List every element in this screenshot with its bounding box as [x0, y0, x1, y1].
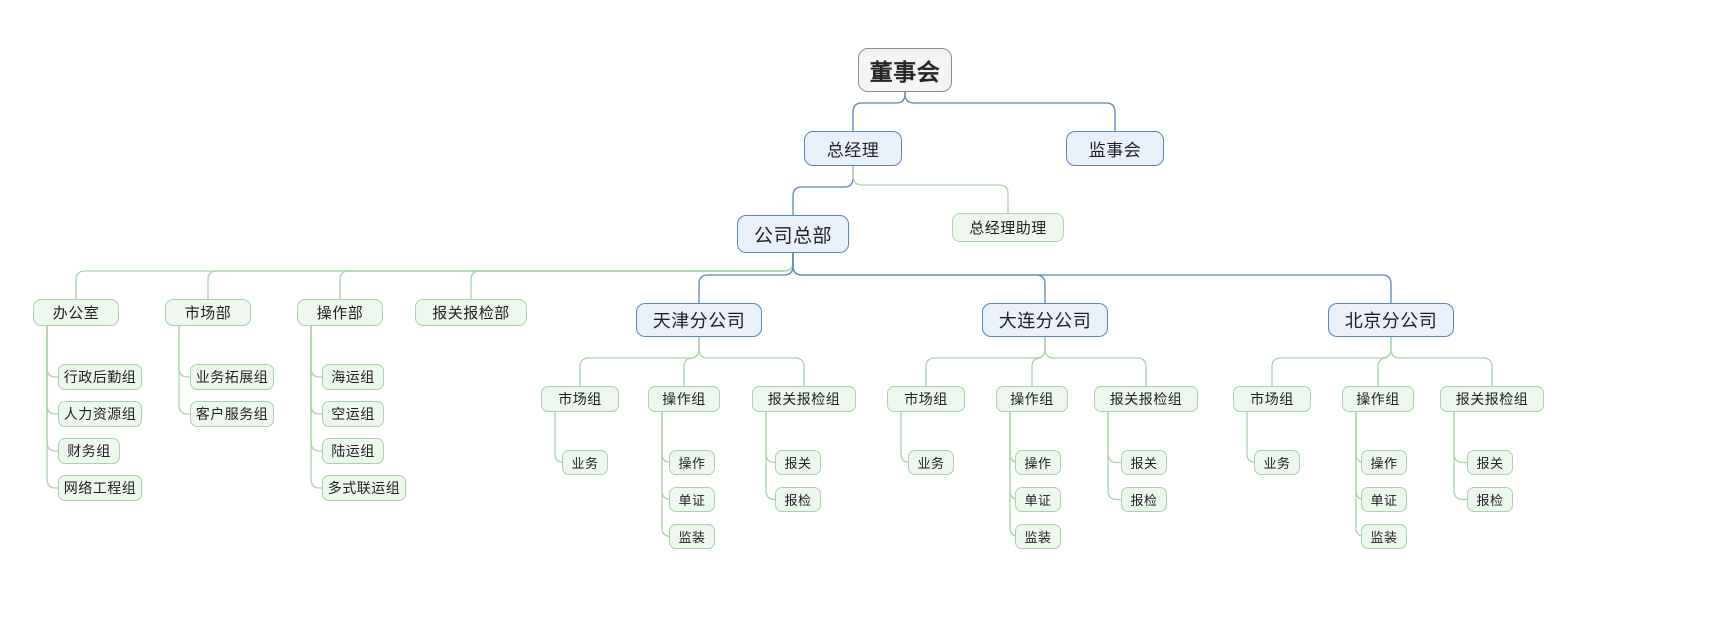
org-node-tj_op2[interactable]: 单证: [669, 487, 715, 512]
connector: [792, 166, 854, 215]
org-node-customer_service_group[interactable]: 客户服务组: [190, 401, 274, 427]
org-node-air_group[interactable]: 空运组: [322, 401, 384, 427]
connector: [1271, 337, 1392, 386]
connector: [46, 326, 58, 452]
connector: [765, 412, 776, 464]
connector: [698, 253, 794, 303]
connector: [661, 412, 672, 538]
org-node-tianjin_branch[interactable]: 天津分公司: [636, 303, 762, 337]
connector: [310, 326, 322, 452]
org-node-bj_cd2[interactable]: 报检: [1467, 487, 1513, 512]
org-node-bj_customs[interactable]: 报关报检组: [1440, 386, 1544, 412]
org-node-dl_cd1[interactable]: 报关: [1121, 450, 1167, 475]
org-node-headquarters[interactable]: 公司总部: [737, 215, 849, 253]
connector: [852, 92, 906, 131]
connector: [339, 253, 794, 299]
org-node-supervisory_board[interactable]: 监事会: [1066, 131, 1164, 166]
org-node-tj_customs[interactable]: 报关报检组: [752, 386, 856, 412]
org-node-bj_operation[interactable]: 操作组: [1342, 386, 1414, 412]
connector: [470, 253, 794, 299]
connector: [1453, 412, 1467, 501]
connector: [683, 337, 700, 386]
org-node-dl_op3[interactable]: 监装: [1015, 524, 1061, 549]
org-node-dl_business[interactable]: 业务: [908, 450, 954, 475]
connector: [178, 326, 190, 415]
org-node-tj_cd1[interactable]: 报关: [775, 450, 821, 475]
connector: [178, 326, 190, 378]
org-node-tj_op3[interactable]: 监装: [669, 524, 715, 549]
org-node-bj_op1[interactable]: 操作: [1361, 450, 1407, 475]
connector: [1031, 337, 1046, 386]
connector: [46, 326, 58, 378]
connector: [852, 166, 1009, 213]
org-node-admin_group[interactable]: 行政后勤组: [58, 364, 142, 390]
connector: [1107, 412, 1121, 464]
connector: [1355, 412, 1366, 538]
connector: [1044, 337, 1147, 386]
connector: [792, 253, 1392, 303]
org-node-business_dev_group[interactable]: 业务拓展组: [190, 364, 274, 390]
org-node-dl_cd2[interactable]: 报检: [1121, 487, 1167, 512]
connector: [765, 412, 776, 501]
org-node-hr_group[interactable]: 人力资源组: [58, 401, 142, 427]
connector: [1107, 412, 1121, 501]
org-node-bj_cd1[interactable]: 报关: [1467, 450, 1513, 475]
connector: [698, 337, 805, 386]
org-node-dl_customs[interactable]: 报关报检组: [1094, 386, 1198, 412]
org-node-dl_op2[interactable]: 单证: [1015, 487, 1061, 512]
org-node-sea_group[interactable]: 海运组: [322, 364, 384, 390]
connector: [1009, 412, 1020, 538]
org-node-board[interactable]: 董事会: [858, 48, 952, 92]
connector: [310, 326, 322, 415]
org-node-customs_dept[interactable]: 报关报检部: [415, 299, 527, 326]
connector: [1453, 412, 1467, 464]
org-node-dalian_branch[interactable]: 大连分公司: [982, 303, 1108, 337]
org-node-tj_business[interactable]: 业务: [562, 450, 608, 475]
org-node-tj_market[interactable]: 市场组: [541, 386, 619, 412]
org-node-dl_operation[interactable]: 操作组: [996, 386, 1068, 412]
connector: [75, 253, 794, 299]
org-node-dl_market[interactable]: 市场组: [887, 386, 965, 412]
org-node-bj_op3[interactable]: 监装: [1361, 524, 1407, 549]
org-node-general_manager[interactable]: 总经理: [804, 131, 902, 166]
org-node-finance_group[interactable]: 财务组: [58, 438, 120, 464]
connector: [1390, 337, 1493, 386]
org-node-tj_cd2[interactable]: 报检: [775, 487, 821, 512]
org-node-network_group[interactable]: 网络工程组: [58, 475, 142, 501]
connector: [46, 326, 58, 415]
org-node-land_group[interactable]: 陆运组: [322, 438, 384, 464]
connector: [579, 337, 700, 386]
org-node-tj_operation[interactable]: 操作组: [648, 386, 720, 412]
connector: [925, 337, 1046, 386]
connector: [310, 326, 322, 378]
org-node-bj_business[interactable]: 业务: [1254, 450, 1300, 475]
org-node-operations_dept[interactable]: 操作部: [297, 299, 383, 326]
org-node-multimodal_group[interactable]: 多式联运组: [322, 475, 406, 501]
connector: [1377, 337, 1392, 386]
org-node-marketing_dept[interactable]: 市场部: [165, 299, 251, 326]
org-node-beijing_branch[interactable]: 北京分公司: [1328, 303, 1454, 337]
org-node-office[interactable]: 办公室: [33, 299, 119, 326]
org-node-gm_assistant[interactable]: 总经理助理: [952, 213, 1064, 242]
connector: [207, 253, 794, 299]
connector: [46, 326, 58, 489]
org-node-tj_op1[interactable]: 操作: [669, 450, 715, 475]
connector: [310, 326, 322, 489]
connector: [792, 253, 1046, 303]
org-node-bj_market[interactable]: 市场组: [1233, 386, 1311, 412]
connector: [904, 92, 1116, 131]
org-node-bj_op2[interactable]: 单证: [1361, 487, 1407, 512]
org-node-dl_op1[interactable]: 操作: [1015, 450, 1061, 475]
